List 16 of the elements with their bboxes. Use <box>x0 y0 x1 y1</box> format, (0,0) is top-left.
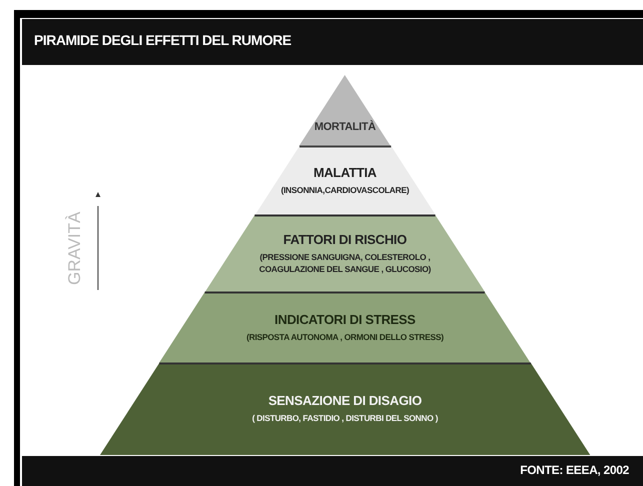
tier-heading: FATTORI DI RISCHIO <box>283 232 407 247</box>
pyramid-tier <box>159 292 531 363</box>
tier-description: (PRESSIONE SANGUIGNA, COLESTEROLO , COAGULAZIONE DEL SANGUE , GLUCOSIO) <box>258 250 432 276</box>
tier-heading: SENSAZIONE DI DISAGIO <box>268 393 422 408</box>
pyramid-tier <box>254 146 436 215</box>
tier-description: (RISPOSTA AUTONOMA , ORMONI DELLO STRESS) <box>246 330 444 344</box>
tier-heading: MALATTIA <box>313 164 377 180</box>
diagram-title: PIRAMIDE DEGLI EFFETTI DEL RUMORE <box>34 32 292 48</box>
tier-description: (INSONNIA,CARDIOVASCOLARE) <box>280 184 409 196</box>
pyramid-tier <box>299 75 391 146</box>
pyramid-tier <box>100 363 590 455</box>
pyramid-tier <box>205 215 485 292</box>
tier-heading: INDICATORI DI STRESS <box>274 312 416 327</box>
tier-description: ( DISTURBO, FASTIDIO , DISTURBI DEL SONNO ) <box>252 412 438 425</box>
source-note: FONTE: EEEA, 2002 <box>520 463 629 477</box>
tier-heading: MORTALITÀ <box>314 120 376 132</box>
